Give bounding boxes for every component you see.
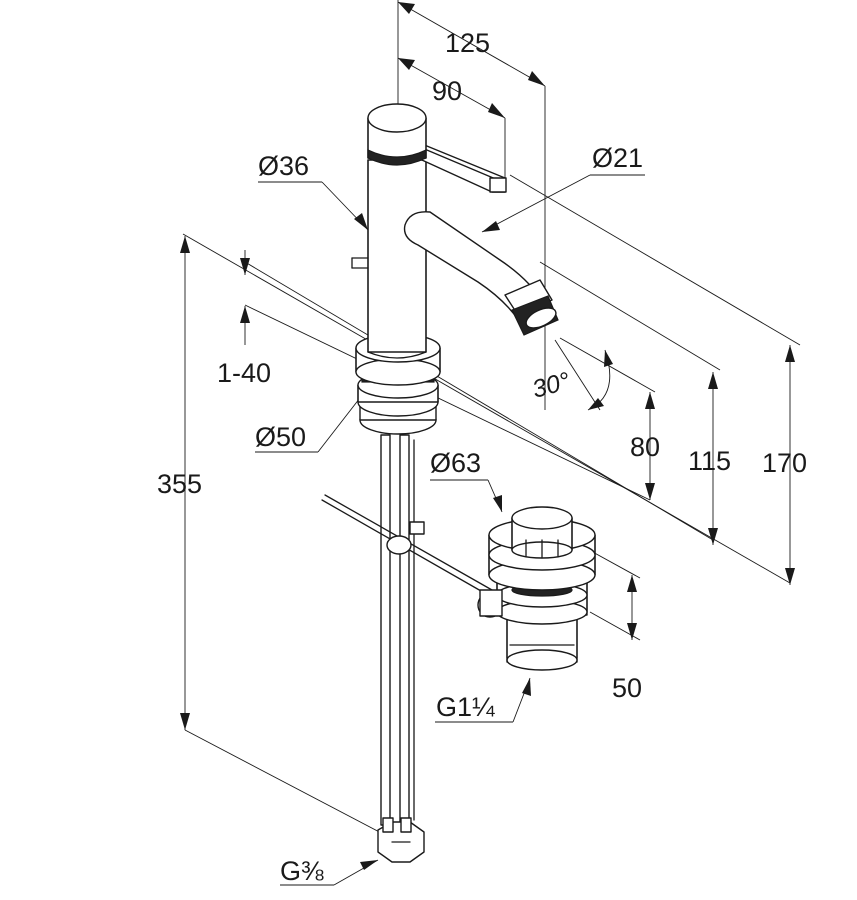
label-90: 90 [432, 76, 462, 106]
label-thread-g1-1-4: G1¼ [436, 692, 495, 722]
label-170: 170 [762, 448, 807, 478]
supply-hoses [377, 434, 425, 863]
label-dia-63: Ø63 [430, 448, 481, 478]
label-range-1-40: 1-40 [217, 358, 271, 388]
label-125: 125 [445, 28, 490, 58]
pop-up-rod [321, 494, 503, 618]
label-dia-21: Ø21 [592, 143, 643, 173]
label-50: 50 [612, 673, 642, 703]
label-80: 80 [630, 432, 660, 462]
label-dia-36: Ø36 [258, 151, 309, 181]
dimension-labels: 125 90 Ø36 Ø21 1-40 30° Ø50 80 115 170 3… [157, 28, 807, 886]
dimension-arrowheads [180, 2, 795, 870]
faucet-body [351, 103, 559, 435]
label-thread-g3-8: G⅜ [280, 856, 324, 886]
pop-up-waste [479, 506, 596, 671]
label-355: 355 [157, 469, 202, 499]
label-angle-30: 30° [529, 367, 573, 404]
label-115: 115 [688, 446, 731, 476]
label-dia-50: Ø50 [255, 422, 306, 452]
